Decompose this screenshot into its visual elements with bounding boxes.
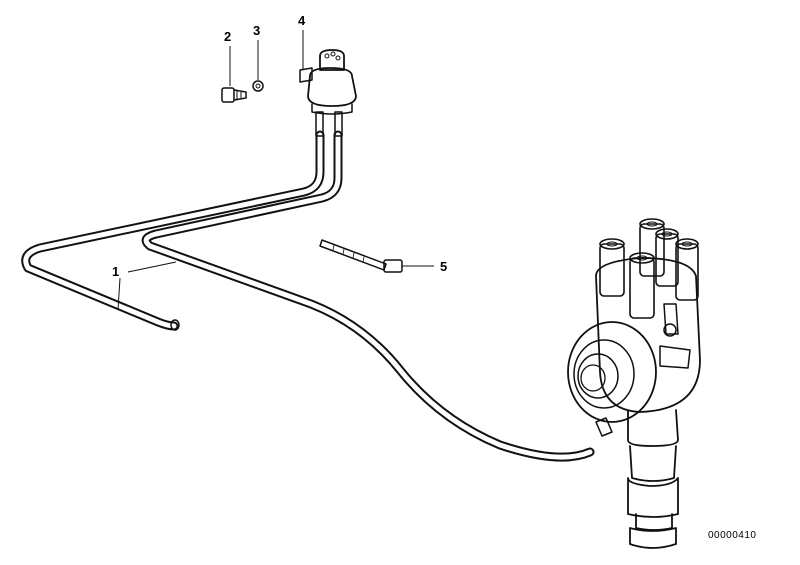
leader-lines xyxy=(117,30,434,311)
ignition-distributor xyxy=(567,218,701,549)
callout-5: 5 xyxy=(440,259,448,274)
fillister-screw xyxy=(221,87,247,103)
lock-washer xyxy=(252,80,264,92)
callout-2: 2 xyxy=(224,29,232,44)
callout-1: 1 xyxy=(112,264,120,279)
vacuum-hose xyxy=(21,130,595,462)
callout-3: 3 xyxy=(253,23,261,38)
cable-tie xyxy=(319,239,403,273)
vacuum-valve xyxy=(299,49,357,137)
diagram-code: 00000410 xyxy=(708,530,757,541)
callout-4: 4 xyxy=(298,13,306,28)
